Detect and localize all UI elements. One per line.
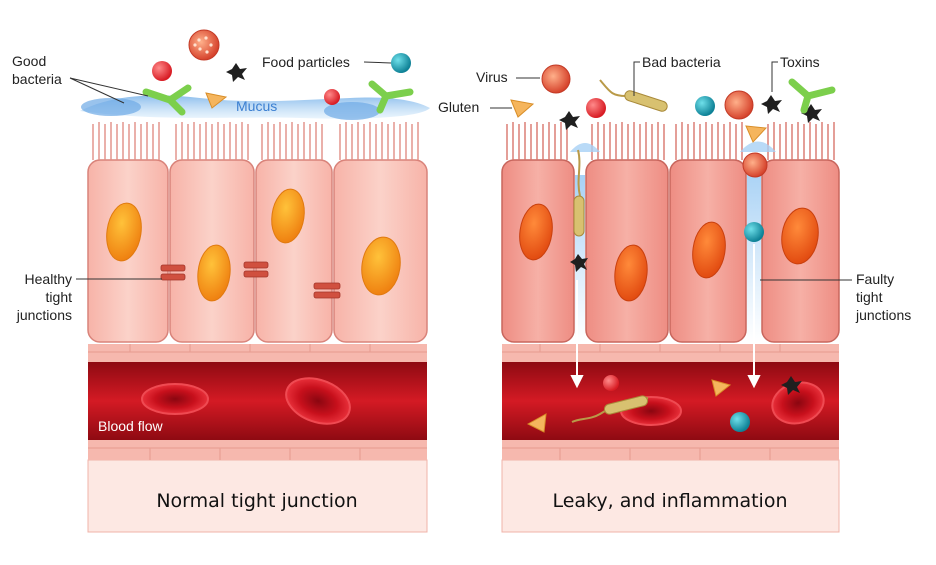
good-bacteria-icon <box>368 80 414 114</box>
gluten-icon <box>205 92 228 109</box>
good-bacteria-icon <box>81 98 141 116</box>
virus-icon <box>188 29 220 61</box>
virus-icon <box>724 90 754 120</box>
left-caption: Normal tight junction <box>156 490 357 512</box>
food-particles-label: Food particles <box>262 54 350 70</box>
right-particles <box>510 64 836 178</box>
right-microvilli <box>506 122 835 160</box>
gluten-icon <box>711 379 732 397</box>
mucus-label: Mucus <box>236 98 277 114</box>
good-bacteria-leader <box>69 77 149 104</box>
toxin-icon <box>559 111 580 130</box>
virus-icon <box>541 64 571 94</box>
faulty-label-line2: tight <box>856 289 883 305</box>
left-caption-box <box>87 459 428 533</box>
bad-bacteria-flagellum <box>577 149 581 197</box>
food-particles-leader <box>363 61 392 64</box>
healthy-label-line2: tight <box>46 289 73 305</box>
bad-bacteria-icon <box>604 395 648 415</box>
red-blood-cell-icon <box>285 377 351 425</box>
left-microvilli <box>92 122 419 160</box>
food-particle-icon <box>730 412 750 432</box>
good-bacteria-label-line1: Good <box>12 53 46 69</box>
toxin-icon <box>226 63 247 82</box>
toxins-label: Toxins <box>780 54 820 70</box>
toxin-icon <box>781 376 802 395</box>
gluten-icon <box>745 125 768 143</box>
left-cells <box>87 122 428 343</box>
virus-label: Virus <box>476 69 508 85</box>
left-particles <box>142 29 414 116</box>
good-bacteria-icon <box>324 102 380 120</box>
food-particle-icon <box>695 96 715 116</box>
blood-flow-label: Blood flow <box>98 418 163 434</box>
cell-nucleus <box>614 244 648 302</box>
food-particle-icon <box>324 89 340 105</box>
good-bacteria-icon <box>788 78 836 114</box>
virus-texture <box>193 36 213 54</box>
gluten-label: Gluten <box>438 99 479 115</box>
toxins-leader <box>771 61 778 92</box>
food-particle-icon <box>744 222 764 242</box>
healthy-tight-junctions <box>160 261 341 299</box>
food-particle-icon <box>152 61 172 81</box>
virus-icon <box>742 152 768 178</box>
cell-nucleus <box>361 236 401 296</box>
toxin-icon <box>801 104 822 123</box>
healthy-label-line1: Healthy <box>25 271 72 287</box>
bad-bacteria-label: Bad bacteria <box>642 54 721 70</box>
cell-nucleus <box>197 244 231 302</box>
food-particle-icon <box>391 53 411 73</box>
gluten-icon <box>510 99 535 118</box>
faulty-label-line1: Faulty <box>856 271 894 287</box>
toxin-icon <box>761 95 782 114</box>
cell-nucleus <box>781 207 819 265</box>
right-caption-box <box>501 459 840 533</box>
bad-bacteria-icon <box>624 90 668 112</box>
leak-arrows <box>570 244 761 389</box>
good-bacteria-label-line2: bacteria <box>12 71 62 87</box>
left-vessel-texture <box>88 344 427 460</box>
good-bacteria-icon <box>142 84 192 116</box>
healthy-label-line3: junctions <box>16 307 72 323</box>
food-particle-icon <box>586 98 606 118</box>
right-vessel-texture <box>502 344 839 460</box>
right-mucus <box>570 141 776 152</box>
left-panel: Normal tight junction Blood flow <box>12 29 430 533</box>
cell-nucleus <box>519 203 553 261</box>
right-cells <box>501 122 840 343</box>
toxin-icon <box>570 254 588 272</box>
food-particle-icon <box>603 375 619 391</box>
bad-bacteria-icon <box>573 195 585 237</box>
red-blood-cell-icon <box>141 383 209 415</box>
gluten-icon <box>526 413 547 433</box>
cell-nucleus <box>271 188 305 244</box>
bad-bacteria-flagellum <box>599 79 627 97</box>
cell-nucleus <box>692 221 726 279</box>
faulty-label-line3: junctions <box>855 307 911 323</box>
cell-nucleus <box>106 202 142 262</box>
epithelial-cell <box>255 159 333 343</box>
right-panel: Leaky, and inflammation <box>438 54 911 533</box>
bad-bacteria-leader <box>633 61 640 96</box>
right-caption: Leaky, and inflammation <box>552 490 787 512</box>
